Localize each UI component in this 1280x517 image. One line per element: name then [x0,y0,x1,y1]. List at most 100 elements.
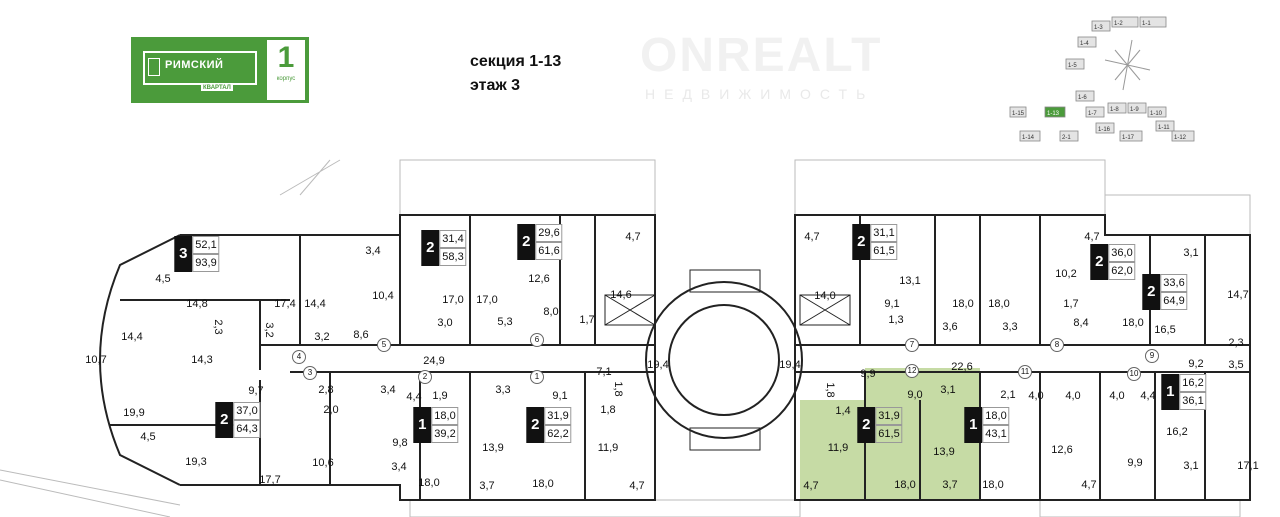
room-area-label: 19,4 [779,359,801,371]
key-section[interactable] [1085,106,1105,118]
room-area-label: 4,7 [1084,231,1100,243]
room-area-label: 3,4 [391,461,407,473]
room-count: 2 [1090,244,1109,280]
room-area-label: 3,1 [1183,247,1199,259]
living-area: 31,9 [875,407,903,425]
room-area-label: 1,7 [579,314,595,326]
key-section[interactable] [1127,102,1147,114]
key-section[interactable] [1065,58,1085,70]
key-section[interactable] [1009,106,1027,118]
room-area-label: 4,0 [1065,390,1081,402]
key-section[interactable] [1091,20,1111,32]
key-section[interactable] [1075,90,1095,102]
room-area-label: 4,7 [804,231,820,243]
room-area-label: 17,0 [442,294,464,306]
room-area-label: 14,7 [1227,289,1249,301]
room-area-label: 5,3 [497,316,513,328]
key-section[interactable] [1171,130,1195,142]
key-section[interactable] [1147,106,1167,118]
living-area: 31,1 [870,224,898,242]
total-area: 93,9 [192,254,220,272]
room-area-label: 10,4 [372,290,394,302]
key-section[interactable] [1019,130,1041,142]
key-section-label: 1-6 [1078,95,1087,101]
room-count: 2 [526,407,545,443]
building-number: 1 [277,41,295,74]
room-area-label: 9,1 [552,390,568,402]
room-area-label: 3,1 [1183,460,1199,472]
room-area-label: 9,2 [1188,358,1204,370]
key-section[interactable] [1139,16,1167,28]
key-section[interactable] [1107,102,1127,114]
room-count: 2 [852,224,871,260]
key-section[interactable] [1059,130,1079,142]
room-area-label: 9,7 [248,385,264,397]
room-area-label: 19,4 [647,359,669,371]
room-area-label: 2,3 [1228,337,1244,349]
room-area-label: 9,8 [392,437,408,449]
room-area-label: 14,4 [304,298,326,310]
room-area-label: 4,7 [803,480,819,492]
apartment-door-number: 11 [1018,365,1032,379]
room-area-label: 7,1 [596,366,612,378]
room-area-label: 4,5 [140,431,156,443]
room-area-label: 3,3 [495,384,511,396]
key-section[interactable] [1077,36,1097,48]
room-area-label: 9,9 [1127,457,1143,469]
apartment-door-number: 4 [292,350,306,364]
room-area-label: 3,4 [380,384,396,396]
key-section-label: 1-8 [1110,107,1119,113]
room-area-label: 3,7 [479,480,495,492]
room-area-label: 11,9 [827,442,849,454]
room-area-label: 18,0 [952,298,974,310]
total-area: 64,9 [1160,292,1188,310]
total-area: 36,1 [1179,392,1207,410]
room-area-label: 14,4 [121,331,143,343]
key-section-label: 1-11 [1158,125,1170,131]
key-section-label: 1-13 [1047,111,1060,117]
total-area: 62,0 [1108,262,1136,280]
key-section[interactable] [1044,106,1066,118]
room-area-label: 3,4 [365,245,381,257]
living-area: 52,1 [192,236,220,254]
key-section[interactable] [1111,16,1139,28]
key-section[interactable] [1119,130,1143,142]
room-area-label: 22,6 [951,361,973,373]
staircases [604,269,851,451]
key-section[interactable] [1155,120,1175,132]
room-area-label: 1,9 [432,390,448,402]
room-area-label: 4,7 [625,231,641,243]
room-area-label: 12,6 [1051,444,1073,456]
key-section[interactable] [1095,122,1115,134]
room-count: 2 [421,230,440,266]
room-area-label: 3,5 [1228,359,1244,371]
apartment-door-number: 10 [1127,367,1141,381]
room-area-label: 17,7 [259,474,281,486]
logo-frame: РИМСКИЙ [143,51,257,85]
room-area-label: 10,2 [1055,268,1077,280]
key-section-label: 1-4 [1080,41,1089,47]
room-area-label: 19,3 [185,456,207,468]
key-section-label: 1-12 [1174,135,1187,141]
apartment-door-number: 6 [530,333,544,347]
compass-icon [1104,39,1151,91]
